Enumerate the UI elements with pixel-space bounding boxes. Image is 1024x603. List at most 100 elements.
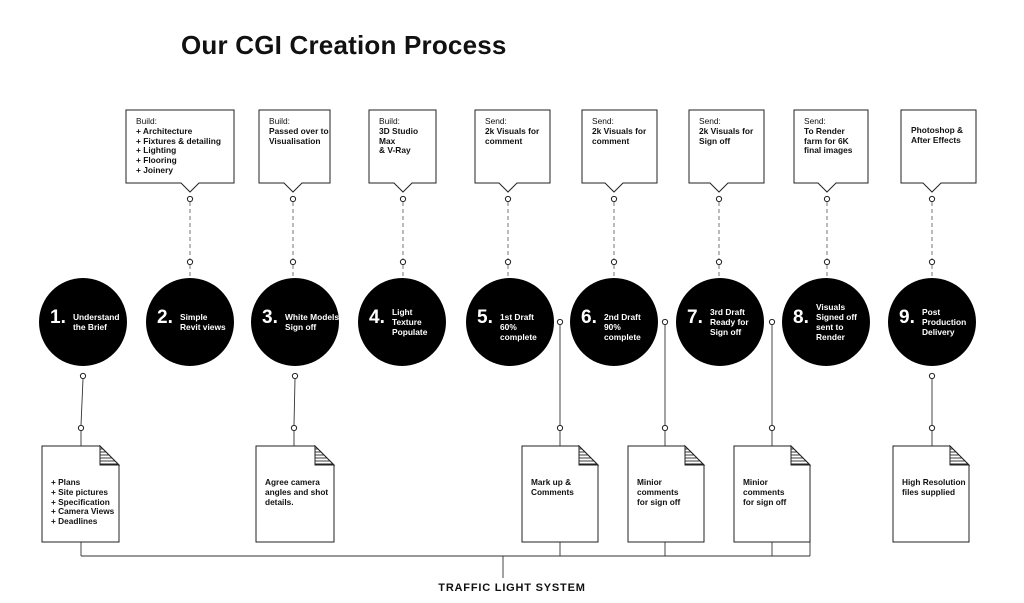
step-2-circle: 2.Simple Revit views xyxy=(146,278,234,366)
connector-dot xyxy=(768,318,776,326)
callout-header: Send: xyxy=(804,116,826,126)
document-fold xyxy=(99,444,121,466)
document-fold xyxy=(790,444,812,466)
step-label: 2nd Draft 90% complete xyxy=(604,312,641,342)
connector-dot xyxy=(77,424,85,432)
callout-5: Send:2k Visuals for comment xyxy=(582,110,657,183)
solid-connector xyxy=(293,378,296,426)
connector-dot xyxy=(186,258,194,266)
document-shape xyxy=(521,445,599,543)
step-label: White Models Sign off xyxy=(285,312,339,332)
connector-dot xyxy=(768,424,776,432)
callout-6: Send:2k Visuals for Sign off xyxy=(689,110,764,183)
document-fold xyxy=(684,444,706,466)
callout-body: To Render farm for 6K final images xyxy=(804,125,853,156)
callout-body: Photoshop & After Effects xyxy=(911,125,964,145)
callout-body: 2k Visuals for comment xyxy=(592,125,647,146)
callout-2: Build:Passed over to Visualisation xyxy=(259,110,330,183)
connector-dot xyxy=(504,195,512,203)
step-label: Understand the Brief xyxy=(73,312,120,332)
step-label: Visuals Signed off sent to Render xyxy=(816,302,857,342)
document-fold xyxy=(314,444,336,466)
callout-4: Send:2k Visuals for comment xyxy=(475,110,550,183)
callout-header: Build: xyxy=(269,116,290,126)
connector-dot xyxy=(928,195,936,203)
step-label: 1st Draft 60% complete xyxy=(500,312,537,342)
connector-dot xyxy=(79,372,87,380)
callout-box xyxy=(474,109,551,193)
connector-dot xyxy=(715,258,723,266)
connector-dot xyxy=(290,424,298,432)
connector-dot xyxy=(715,195,723,203)
step-number: 9. xyxy=(899,307,915,328)
callout-box xyxy=(793,109,869,193)
step-3-circle: 3. White Models Sign off xyxy=(251,278,339,366)
solid-connector xyxy=(80,378,84,426)
document-2-text: Agree camera angles and shot details. xyxy=(265,477,329,507)
step-number: 6. xyxy=(581,307,597,328)
callout-box xyxy=(581,109,658,193)
connector-dot xyxy=(610,195,618,203)
step-1-circle: 1.Understand the Brief xyxy=(39,278,127,366)
callout-box xyxy=(258,109,331,193)
page-title: Our CGI Creation Process xyxy=(181,30,507,60)
step-number: 3. xyxy=(262,307,278,328)
connector-dot xyxy=(399,258,407,266)
step-label: Light Texture Populate xyxy=(392,307,428,337)
connector-dot xyxy=(610,258,618,266)
document-1-text: + Plans + Site pictures + Specification … xyxy=(51,477,115,527)
callout-7: Send:To Render farm for 6K final images xyxy=(794,110,868,183)
connector-dot xyxy=(928,424,936,432)
connector-dot xyxy=(556,424,564,432)
connector-dot xyxy=(928,372,936,380)
connector-dot xyxy=(556,318,564,326)
callout-3: Build:3D Studio Max & V-Ray xyxy=(369,110,436,183)
traffic-light-system-label: TRAFFIC LIGHT SYSTEM xyxy=(438,582,586,594)
connector-dot xyxy=(186,195,194,203)
document-shape xyxy=(41,445,120,543)
step-number: 5. xyxy=(477,307,493,328)
callout-body: 2k Visuals for Sign off xyxy=(699,125,754,146)
document-shape xyxy=(255,445,335,543)
callout-box xyxy=(688,109,765,193)
callout-header: Send: xyxy=(699,116,721,126)
callout-body: Passed over to Visualisation xyxy=(269,125,329,146)
connector-dot xyxy=(399,195,407,203)
callout-8: Photoshop & After Effects xyxy=(901,110,976,183)
step-number: 4. xyxy=(369,307,385,328)
step-label: Post Production Delivery xyxy=(922,307,967,337)
step-5-circle: 5. 1st Draft 60% complete xyxy=(466,278,554,366)
callout-header: Build: xyxy=(136,116,157,126)
connector-dot xyxy=(661,318,669,326)
connector-dot xyxy=(289,195,297,203)
connector-dot xyxy=(928,258,936,266)
step-number: 8. xyxy=(793,307,809,328)
document-fold xyxy=(949,444,971,466)
callout-body: 3D Studio Max & V-Ray xyxy=(379,125,419,156)
document-3-text: Mark up & Comments xyxy=(531,477,574,497)
document-6-text: High Resolution files supplied xyxy=(902,477,966,497)
step-6-circle: 6. 2nd Draft 90% complete xyxy=(570,278,658,366)
step-label: Simple Revit views xyxy=(180,312,226,332)
document-shape xyxy=(627,445,705,543)
callout-body: + Architecture + Fixtures & detailing + … xyxy=(136,125,221,175)
connector-dot xyxy=(823,258,831,266)
connector-dot xyxy=(289,258,297,266)
document-5-text: Minior comments for sign off xyxy=(743,477,787,507)
step-4-circle: 4. Light Texture Populate xyxy=(358,278,446,366)
callout-header: Send: xyxy=(485,116,507,126)
callout-1: Build:+ Architecture + Fixtures & detail… xyxy=(126,110,234,183)
callout-header: Build: xyxy=(379,116,400,126)
step-7-circle: 7.3rd Draft Ready for Sign off xyxy=(676,278,764,366)
connector-dot xyxy=(823,195,831,203)
connector-dot xyxy=(661,424,669,432)
callout-header: Send: xyxy=(592,116,614,126)
document-shape xyxy=(733,445,811,543)
step-9-circle: 9. Post Production Delivery xyxy=(888,278,976,366)
document-shape xyxy=(892,445,970,543)
callout-body: 2k Visuals for comment xyxy=(485,125,540,146)
step-label: 3rd Draft Ready for Sign off xyxy=(710,307,749,337)
document-fold xyxy=(578,444,600,466)
